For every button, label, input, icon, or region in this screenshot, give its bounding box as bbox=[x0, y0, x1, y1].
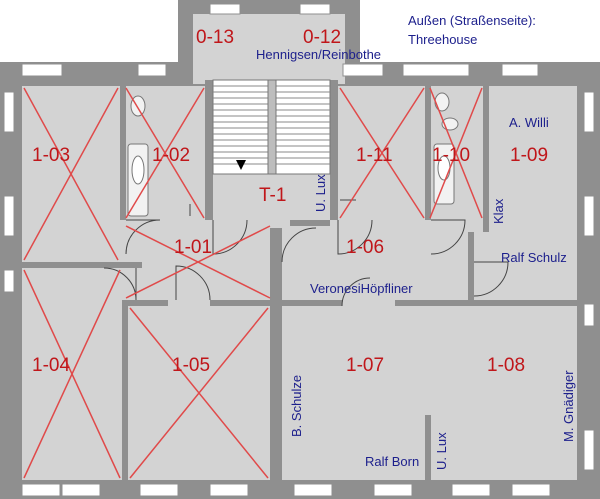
room-1-08: 1-08 bbox=[487, 355, 526, 376]
room-0-12: 0-12 bbox=[303, 27, 342, 48]
occupant-ulux-bottom: U. Lux bbox=[434, 432, 449, 470]
room-1-10: 1-10 bbox=[432, 145, 471, 166]
room-1-04: 1-04 bbox=[32, 355, 71, 376]
cross-marks bbox=[23, 87, 483, 479]
occupant-hennigsen: Hennigsen/Reinbothe bbox=[256, 47, 382, 62]
windows bbox=[3, 3, 595, 497]
occupant-ulux-top: U. Lux bbox=[313, 174, 328, 212]
staircase bbox=[212, 79, 331, 175]
stair-arrow-icon bbox=[236, 160, 246, 170]
occupant-veronesi: VeronesiHöpfliner bbox=[310, 281, 413, 296]
room-1-02: 1-02 bbox=[152, 145, 191, 166]
occupant-ralf-born: Ralf Born bbox=[365, 454, 420, 469]
side-label-line2: Threehouse bbox=[408, 32, 478, 47]
door-swings bbox=[103, 199, 509, 307]
room-1-09: 1-09 bbox=[510, 145, 549, 166]
occupant-b-schulze: B. Schulze bbox=[289, 374, 304, 437]
room-1-07: 1-07 bbox=[346, 355, 385, 376]
bath-fixtures bbox=[127, 92, 459, 217]
room-1-05: 1-05 bbox=[172, 355, 211, 376]
room-1-03: 1-03 bbox=[32, 145, 71, 166]
side-label-line1: Außen (Straßenseite): bbox=[408, 13, 536, 28]
interior-walls bbox=[22, 80, 577, 480]
occupant-ralf-schulz: Ralf Schulz bbox=[501, 250, 567, 265]
occupant-willi: A. Willi bbox=[509, 115, 549, 130]
room-1-01: 1-01 bbox=[174, 237, 213, 258]
room-T-1: T-1 bbox=[259, 185, 287, 206]
room-1-06: 1-06 bbox=[346, 237, 385, 258]
occupant-klax: Klax bbox=[491, 198, 506, 224]
room-0-13: 0-13 bbox=[196, 27, 235, 48]
occupant-m-gnaediger: M. Gnädiger bbox=[561, 370, 576, 442]
room-1-11: 1-11 bbox=[356, 145, 393, 166]
